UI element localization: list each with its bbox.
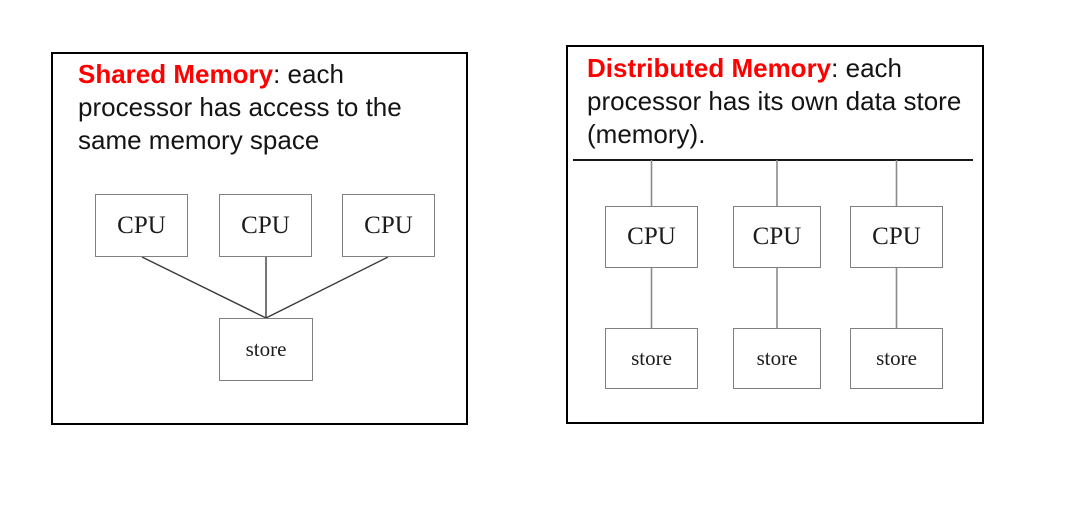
cpu-box: CPU: [605, 206, 698, 268]
title-line: (memory).: [587, 118, 961, 151]
cpu-box: CPU: [219, 194, 312, 257]
title-text: (memory).: [587, 119, 706, 149]
shared-memory-panel: Shared Memory: each processor has access…: [51, 52, 468, 425]
store-box: store: [219, 318, 313, 381]
cpu-box: CPU: [95, 194, 188, 257]
title-text: processor has its own data store: [587, 86, 962, 116]
cpu-box: CPU: [850, 206, 943, 268]
cpu1-store-connector-line: [141, 256, 267, 319]
title-highlight: Shared Memory: [78, 59, 274, 89]
title-line: Distributed Memory: each: [587, 52, 961, 85]
title-line: same memory space: [78, 124, 402, 157]
store-box: store: [733, 328, 821, 389]
distributed-memory-title: Distributed Memory: each processor has i…: [587, 52, 961, 151]
title-line: processor has its own data store: [587, 85, 961, 118]
cpu-box: CPU: [733, 206, 821, 268]
title-text: : each: [273, 59, 344, 89]
title-line: Shared Memory: each: [78, 58, 402, 91]
title-text: same memory space: [78, 125, 320, 155]
store-box: store: [850, 328, 943, 389]
cpu-box: CPU: [342, 194, 435, 257]
cpu3-store-connector-line: [265, 256, 389, 319]
title-highlight: Distributed Memory: [587, 53, 832, 83]
shared-memory-title: Shared Memory: each processor has access…: [78, 58, 402, 157]
title-text: processor has access to the: [78, 92, 402, 122]
distributed-memory-panel: Distributed Memory: each processor has i…: [566, 45, 984, 424]
store-box: store: [605, 328, 698, 389]
title-text: : each: [831, 53, 902, 83]
title-line: processor has access to the: [78, 91, 402, 124]
